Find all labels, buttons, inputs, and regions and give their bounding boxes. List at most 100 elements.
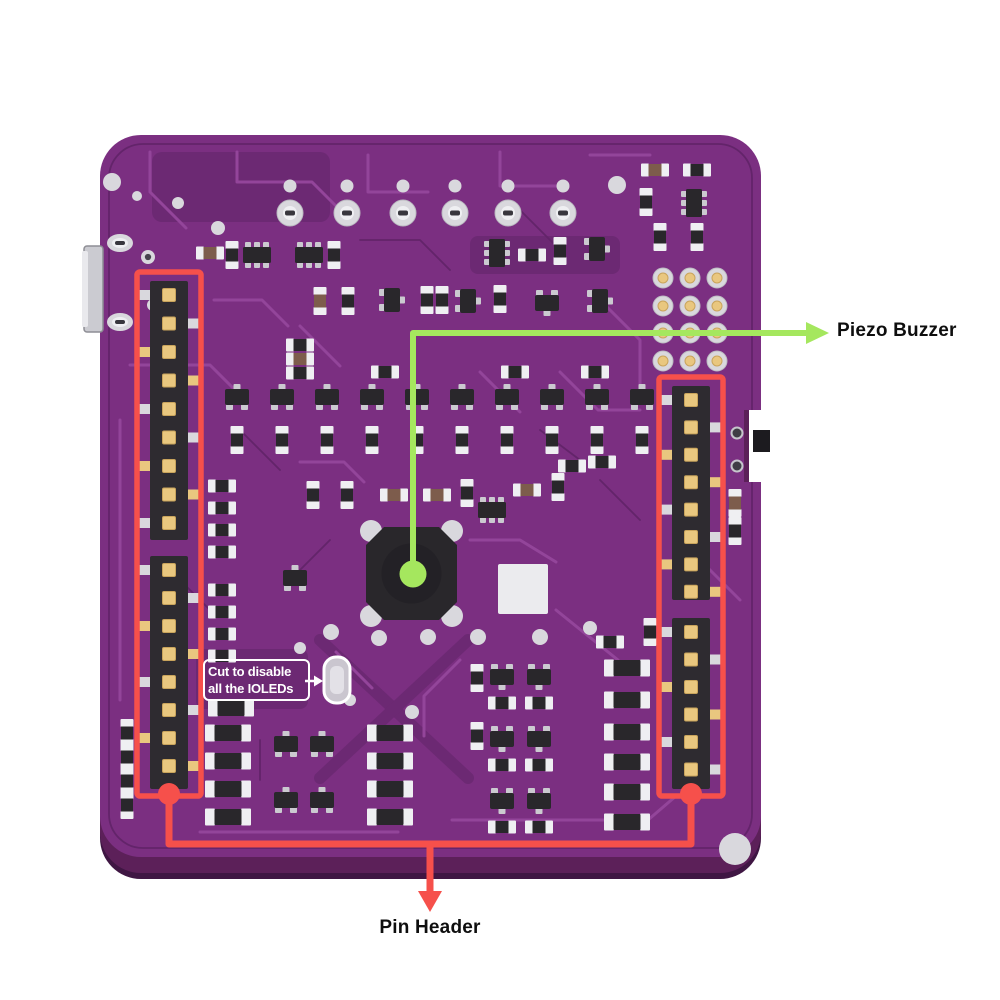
- smd-capacitor: [590, 426, 604, 454]
- smd-capacitor: [225, 241, 239, 269]
- smd-capacitor: [423, 488, 451, 502]
- smd-capacitor: [371, 365, 399, 379]
- smd-capacitor: [120, 743, 134, 771]
- smd-capacitor: [488, 696, 516, 710]
- sot23-transistor: [455, 289, 481, 313]
- sot23-transistor: [274, 731, 298, 757]
- smd-capacitor: [196, 246, 224, 260]
- sot23-transistor: [630, 384, 654, 410]
- sot23-transistor: [495, 384, 519, 410]
- smd-capacitor: [728, 517, 742, 545]
- smd-capacitor: [420, 286, 434, 314]
- smd-resistor: [604, 659, 650, 677]
- smd-capacitor: [208, 605, 236, 619]
- smd-resistor: [604, 783, 650, 801]
- smd-resistor: [367, 752, 413, 770]
- pin-header-marker-dot: [680, 783, 702, 805]
- smd-capacitor: [581, 365, 609, 379]
- smd-capacitor: [341, 287, 355, 315]
- sot23-transistor: [283, 565, 307, 591]
- sot23-transistor: [585, 384, 609, 410]
- sot23-transistor: [584, 237, 610, 261]
- smd-capacitor: [643, 618, 657, 646]
- smd-capacitor: [525, 820, 553, 834]
- smd-capacitor: [208, 583, 236, 597]
- smd-capacitor: [525, 696, 553, 710]
- smd-resistor: [604, 691, 650, 709]
- smd-capacitor: [513, 483, 541, 497]
- smd-capacitor: [690, 223, 704, 251]
- smd-capacitor: [286, 366, 314, 380]
- smd-capacitor: [551, 473, 565, 501]
- smd-ic: [243, 242, 271, 268]
- pin-header-label: Pin Header: [379, 917, 481, 938]
- smd-capacitor: [518, 248, 546, 262]
- smd-resistor: [367, 808, 413, 826]
- smd-capacitor: [488, 820, 516, 834]
- smd-capacitor: [380, 488, 408, 502]
- smd-resistor: [205, 808, 251, 826]
- smd-capacitor: [208, 479, 236, 493]
- smd-ic: [681, 189, 707, 217]
- smd-capacitor: [501, 365, 529, 379]
- sot23-transistor: [490, 788, 514, 814]
- ioled-note-line2: all the IOLEDs: [208, 681, 294, 697]
- pin-header-marker-dot: [158, 783, 180, 805]
- sot23-transistor: [315, 384, 339, 410]
- ioled-jumper-note: Cut to disable all the IOLEDs: [203, 659, 310, 702]
- sot23-transistor: [225, 384, 249, 410]
- smd-capacitor: [588, 455, 616, 469]
- smd-capacitor: [340, 481, 354, 509]
- smd-capacitor: [320, 426, 334, 454]
- side-switch: [753, 430, 770, 452]
- smd-resistor: [208, 699, 254, 717]
- smd-capacitor: [470, 722, 484, 750]
- smd-resistor: [367, 780, 413, 798]
- smd-resistor: [205, 724, 251, 742]
- sot23-transistor: [274, 787, 298, 813]
- smd-resistor: [604, 753, 650, 771]
- smd-capacitor: [488, 758, 516, 772]
- smd-capacitor: [683, 163, 711, 177]
- smd-capacitor: [120, 767, 134, 795]
- sot23-transistor: [535, 290, 559, 316]
- smd-capacitor: [120, 791, 134, 819]
- smd-capacitor: [558, 459, 586, 473]
- sot23-transistor: [310, 787, 334, 813]
- smd-resistor: [604, 723, 650, 741]
- smd-capacitor: [493, 285, 507, 313]
- piezo-buzzer-callout-line: [410, 330, 808, 574]
- smd-capacitor: [286, 352, 314, 366]
- smd-capacitor: [286, 338, 314, 352]
- piezo-buzzer-arrowhead: [806, 322, 829, 344]
- ioled-note-line1: Cut to disable: [208, 664, 292, 679]
- piezo-buzzer-label: Piezo Buzzer: [837, 320, 957, 341]
- smd-capacitor: [545, 426, 559, 454]
- smd-capacitor: [728, 489, 742, 517]
- smd-capacitor: [500, 426, 514, 454]
- smd-capacitor: [639, 188, 653, 216]
- sot23-transistor: [360, 384, 384, 410]
- smd-capacitor: [275, 426, 289, 454]
- smd-capacitor: [553, 237, 567, 265]
- smd-capacitor: [435, 286, 449, 314]
- sot23-transistor: [527, 788, 551, 814]
- sot23-transistor: [540, 384, 564, 410]
- smd-ic: [295, 242, 323, 268]
- sot23-transistor: [587, 289, 613, 313]
- silkscreen-arrowhead: [314, 675, 323, 687]
- smd-capacitor: [525, 758, 553, 772]
- pin-header-arrowhead: [418, 891, 442, 912]
- piezo-buzzer-marker-dot: [399, 560, 427, 588]
- white-label-area: [498, 564, 548, 614]
- pin-header-component: [137, 281, 201, 789]
- sot23-transistor: [527, 726, 551, 752]
- smd-resistor: [604, 813, 650, 831]
- smd-capacitor: [455, 426, 469, 454]
- smd-ic: [484, 239, 510, 267]
- pin-header-component: [659, 386, 723, 789]
- smd-capacitor: [327, 241, 341, 269]
- sot23-transistor: [527, 664, 551, 690]
